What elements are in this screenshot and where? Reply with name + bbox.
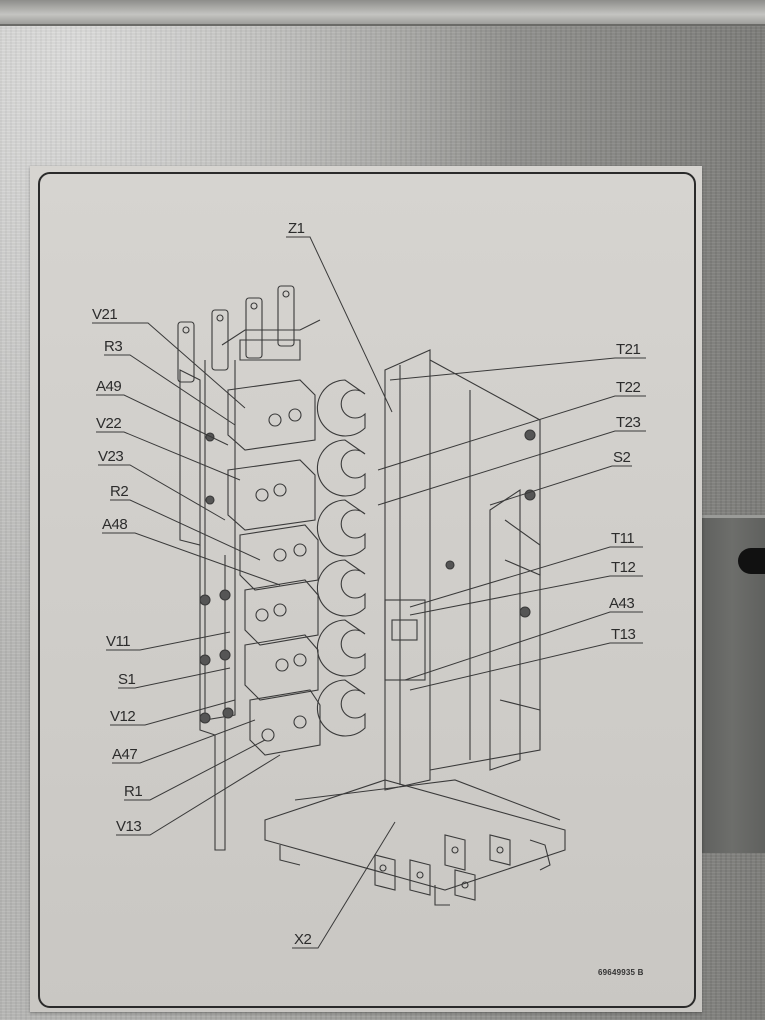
callout-T23: T23	[616, 414, 641, 431]
thyristor-modules	[199, 379, 321, 756]
callout-T13: T13	[611, 626, 636, 643]
current-transformers	[316, 379, 366, 737]
callout-underlines	[92, 236, 646, 949]
callout-T22: T22	[616, 379, 641, 396]
diagram-label-sticker	[30, 166, 702, 1012]
callout-V21: V21	[92, 306, 118, 323]
callout-V13: V13	[116, 818, 142, 835]
callout-T11: T11	[611, 530, 635, 547]
base-frame	[264, 779, 566, 906]
callout-R1: R1	[124, 783, 143, 800]
callout-A49: A49	[96, 378, 122, 395]
callout-T21: T21	[616, 341, 641, 358]
callout-S2: S2	[613, 449, 631, 466]
callout-V23: V23	[98, 448, 124, 465]
callout-A43: A43	[609, 595, 635, 612]
mounting-slot	[738, 548, 765, 574]
diagram-frame-border	[38, 172, 696, 1008]
callout-X2: X2	[294, 931, 312, 948]
callout-R2: R2	[110, 483, 129, 500]
callout-V22: V22	[96, 415, 122, 432]
callout-A48: A48	[102, 516, 128, 533]
callout-R3: R3	[104, 338, 123, 355]
central-panel	[384, 349, 541, 791]
callout-V12: V12	[110, 708, 136, 725]
document-number: 69649935 B	[598, 968, 644, 977]
callout-Z1: Z1	[288, 220, 305, 237]
callout-A47: A47	[112, 746, 138, 763]
callout-S1: S1	[118, 671, 136, 688]
leader-lines-right	[286, 236, 646, 949]
callout-T12: T12	[611, 559, 636, 576]
callout-V11: V11	[106, 633, 131, 650]
busbar-assembly	[177, 285, 321, 851]
panel-top-edge	[0, 0, 765, 26]
